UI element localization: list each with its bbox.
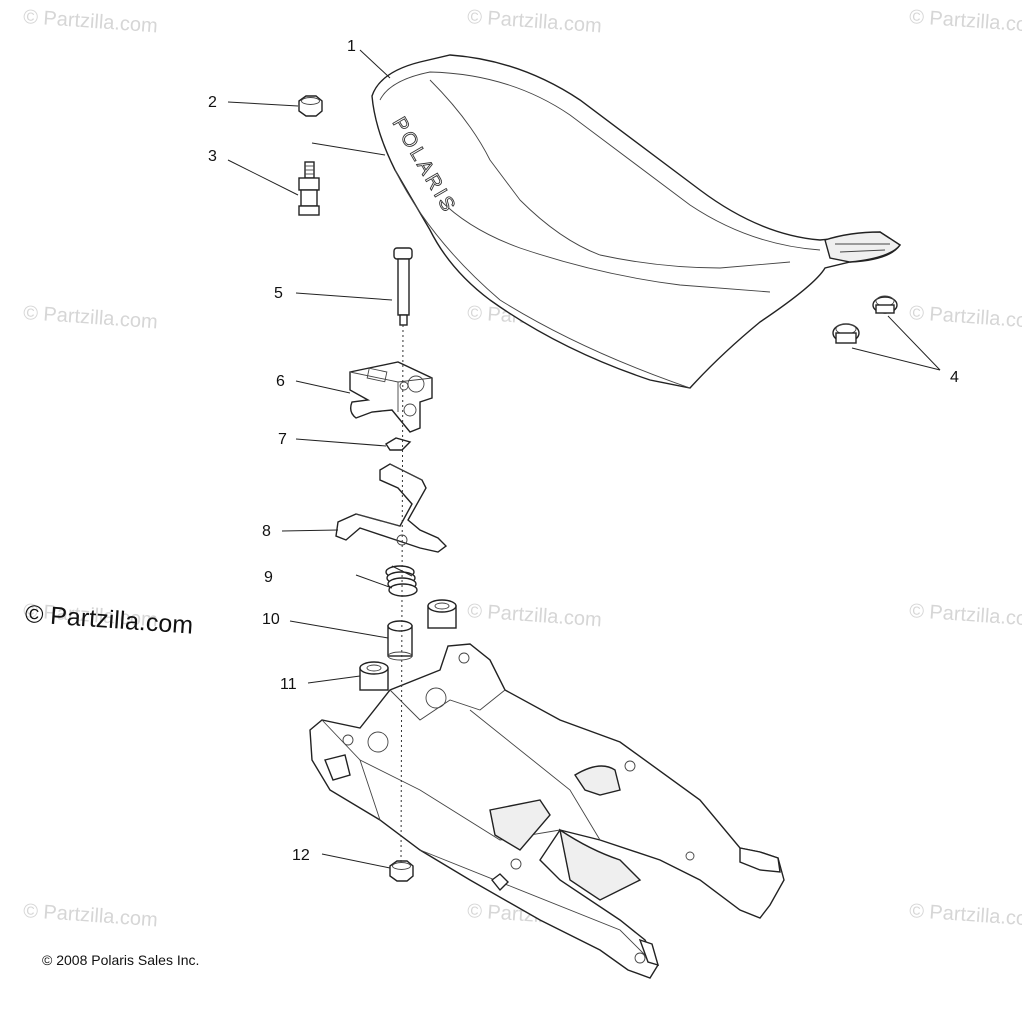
callout-6: 6 [276, 373, 285, 390]
bushing-part-11a[interactable] [427, 599, 457, 629]
callout-2: 2 [208, 94, 217, 111]
callout-7: 7 [278, 431, 287, 448]
callout-9: 9 [264, 569, 273, 586]
stud-part-3[interactable] [298, 161, 320, 216]
washer-part-7[interactable] [385, 437, 412, 451]
callout-1: 1 [347, 38, 356, 55]
grommet-part-4a[interactable] [872, 295, 898, 314]
callout-10: 10 [262, 611, 280, 628]
nut-part-12[interactable] [389, 860, 414, 882]
callout-3: 3 [208, 148, 217, 165]
callout-8: 8 [262, 523, 271, 540]
callout-4: 4 [950, 369, 959, 386]
leader-lines [227, 49, 941, 869]
callout-5: 5 [274, 285, 283, 302]
bushing-part-11b[interactable] [359, 661, 389, 691]
callout-11: 11 [280, 676, 297, 693]
spring-part-9[interactable] [355, 565, 418, 597]
latch-part-8[interactable] [335, 463, 448, 553]
seat-frame[interactable] [309, 643, 785, 979]
seat-part-1[interactable] [371, 54, 902, 389]
grommet-part-4b[interactable] [832, 323, 860, 344]
nut-part-2[interactable] [298, 95, 323, 117]
spacer-part-10[interactable] [387, 620, 413, 661]
bracket-part-6[interactable] [349, 361, 433, 433]
copyright-notice: © 2008 Polaris Sales Inc. [42, 952, 200, 968]
bolt-part-5[interactable] [393, 247, 413, 326]
callout-12: 12 [292, 847, 310, 864]
